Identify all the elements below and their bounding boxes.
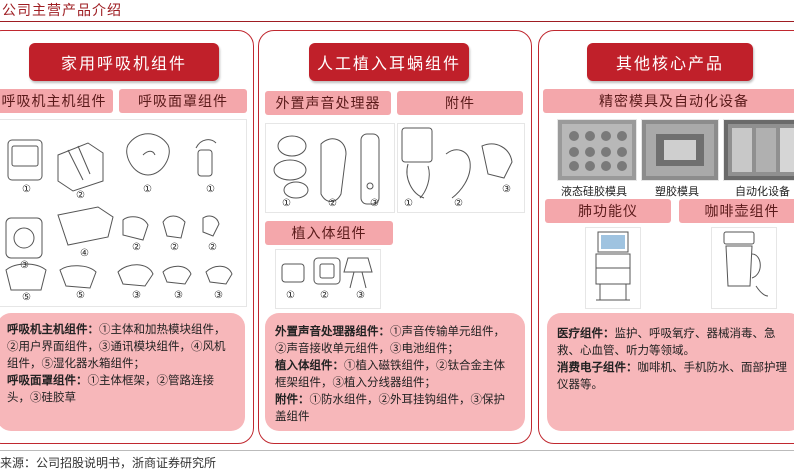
panel-title: 人工植入耳蜗组件 (309, 43, 469, 81)
automation-equipment-photo (723, 119, 794, 181)
label-num-1: ① (404, 198, 413, 209)
sub-header-implant: 植入体组件 (265, 221, 393, 245)
ventilator-parts-figure: ① ② ① ① ③ ④ ② ② ② ⑤ ⑤ ③ ③ ③ (0, 119, 247, 307)
desc-label-mask: 呼吸面罩组件： (7, 373, 88, 387)
pulmonary-device-drawing (595, 231, 631, 301)
mold-photo-1 (562, 124, 632, 176)
label-num-3: ③ (20, 260, 29, 271)
coffee-pot-figure (711, 227, 777, 309)
label-num-5: ⑤ (22, 292, 31, 303)
pulmonary-device-figure (585, 227, 641, 309)
label-num-2: ② (76, 190, 85, 201)
other-products-description: 医疗组件：监护、呼吸氧疗、器械消毒、急救、心血管、听力等领域。 消费电子组件：咖… (547, 313, 794, 431)
ventilator-parts-drawing (5, 133, 233, 291)
desc-text-medical: 监护、呼吸氧疗、器械消毒、急救、心血管、听力等领域。 (557, 326, 776, 357)
mold-label-automation: 自动化设备 (735, 185, 790, 198)
plastic-mold-photo (641, 119, 719, 181)
panel-title: 家用呼吸机组件 (29, 43, 219, 81)
label-num-3: ③ (356, 290, 365, 301)
label-num-3: ③ (370, 198, 379, 209)
label-num-3: ③ (174, 290, 183, 301)
ventilator-description: 呼吸机主机组件：①主体和加热模块组件，②用户界面组件，③通讯模块组件，④风机组件… (0, 313, 245, 431)
label-num-1: ① (282, 198, 291, 209)
panel-cochlear-implant: 人工植入耳蜗组件 外置声音处理器 附件 ① ② ③ ① ② ③ 植入体组件 (258, 30, 532, 444)
label-num-4: ④ (80, 248, 89, 259)
desc-label-consumer: 消费电子组件： (557, 360, 638, 374)
label-num-3: ③ (214, 290, 223, 301)
desc-text-accessories: ①防水组件，②外耳挂钩组件，③保护盖组件 (275, 392, 505, 423)
footer-divider (0, 450, 794, 451)
desc-label-host: 呼吸机主机组件： (7, 322, 99, 336)
label-num-2: ② (328, 198, 337, 209)
label-num-1: ① (143, 184, 152, 195)
sub-header-mask: 呼吸面罩组件 (119, 89, 247, 113)
automation-photo (728, 124, 794, 176)
source-note: 来源：公司招股说明书，浙商证券研究所 (0, 456, 217, 470)
label-num-1: ① (206, 184, 215, 195)
title-divider (0, 21, 794, 22)
label-num-2: ② (170, 242, 179, 253)
accessories-figure: ① ② ③ (397, 123, 525, 213)
desc-label-medical: 医疗组件： (557, 326, 615, 340)
label-num-2: ② (132, 242, 141, 253)
implant-drawing (281, 257, 373, 289)
desc-text-processor: ①声音传输单元组件，②声音接收单元组件，③电池组件； (275, 324, 505, 355)
desc-label-implant: 植入体组件： (275, 358, 344, 372)
sub-header-host: 呼吸机主机组件 (0, 89, 113, 113)
panel-title: 其他核心产品 (587, 43, 753, 81)
label-num-3: ③ (502, 184, 511, 195)
label-num-5: ⑤ (76, 290, 85, 301)
label-num-2: ② (208, 242, 217, 253)
label-num-1: ① (286, 290, 295, 301)
mold-photo-2 (646, 124, 714, 176)
label-num-2: ② (320, 290, 329, 301)
label-num-3: ③ (132, 290, 141, 301)
accessories-drawing (401, 127, 513, 199)
sub-header-coffee: 咖啡壶组件 (679, 199, 794, 223)
processor-figure: ① ② ③ (265, 123, 395, 213)
mold-label-silicone: 液态硅胶模具 (561, 185, 627, 198)
sub-header-accessories: 附件 (397, 91, 523, 115)
cochlear-description: 外置声音处理器组件：①声音传输单元组件，②声音接收单元组件，③电池组件； 植入体… (265, 313, 525, 431)
liquid-silicone-mold-photo (557, 119, 637, 181)
desc-text-host: ①主体和加热模块组件，②用户界面组件，③通讯模块组件，④风机组件，⑤湿化器水箱组… (7, 322, 226, 370)
panel-other-products: 其他核心产品 精密模具及自动化设备 液态硅胶模具 塑胶模具 自动化设备 肺功能仪 (538, 30, 794, 444)
implant-figure: ① ② ③ (275, 249, 381, 309)
desc-text-consumer: 咖啡机、手机防水、面部护理仪器等。 (557, 360, 787, 391)
desc-label-processor: 外置声音处理器组件： (275, 324, 390, 338)
mold-label-plastic: 塑胶模具 (655, 185, 699, 198)
label-num-1: ① (22, 184, 31, 195)
page-title: 公司主营产品介绍 (2, 3, 122, 19)
label-num-2: ② (454, 198, 463, 209)
processor-drawing (273, 133, 380, 205)
coffee-pot-drawing (723, 231, 769, 297)
sub-header-molds: 精密模具及自动化设备 (543, 89, 794, 113)
desc-text-mask: ①主体框架，②管路连接头，③硅胶草 (7, 373, 214, 404)
sub-header-processor: 外置声音处理器 (265, 91, 391, 115)
desc-label-accessories: 附件： (275, 392, 310, 406)
desc-text-implant: ①植入磁铁组件，②钛合金主体框架组件，③植入分线器组件； (275, 358, 505, 389)
panel-home-ventilator: 家用呼吸机组件 呼吸机主机组件 呼吸面罩组件 ① ② ① ① (0, 30, 254, 444)
sub-header-pulmonary: 肺功能仪 (545, 199, 671, 223)
